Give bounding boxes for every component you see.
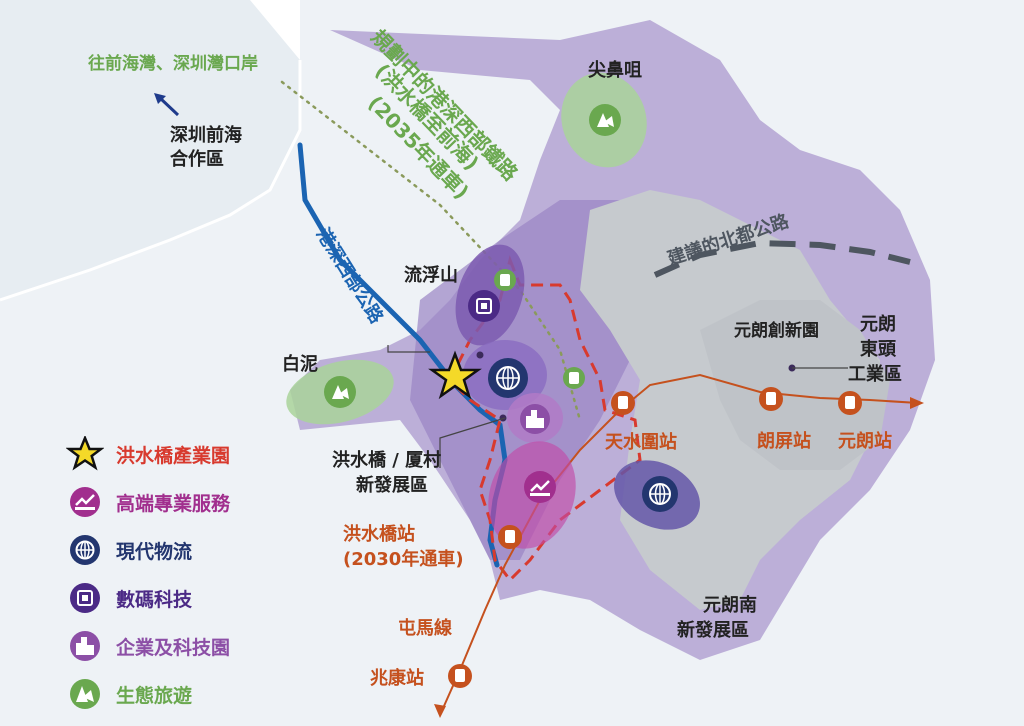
legend-item-business-services: 高端專業服務 xyxy=(66,484,230,520)
legend-item-enterprise-park: 企業及科技園 xyxy=(66,628,230,664)
legend-label-industrial-park: 洪水橋產業園 xyxy=(116,444,231,467)
eco-tourism-icon xyxy=(70,679,100,709)
legend-item-industrial-park: 洪水橋產業園 xyxy=(66,436,230,472)
planned-rail-station-lau-fau-shan xyxy=(494,269,516,291)
leader-hsk-label xyxy=(439,417,506,468)
planned-rail-station-mid xyxy=(563,367,585,389)
northern-metro-highway-line xyxy=(653,239,911,278)
rail-arrow-south xyxy=(434,704,446,718)
tuen-ma-line-label: 屯馬線 xyxy=(398,617,452,639)
tin-shui-wai-station-marker xyxy=(611,391,635,415)
legend-label-eco-tourism: 生態旅遊 xyxy=(116,684,193,707)
legend-item-eco-tourism: 生態旅遊 xyxy=(66,676,192,712)
hsk-pin xyxy=(476,351,484,359)
siu-hong-station-marker xyxy=(448,664,472,688)
tung-tau-label-3: 工業區 xyxy=(848,363,902,385)
globe-logistics-icon xyxy=(70,535,100,565)
tung-tau-label-1: 元朗 xyxy=(860,314,896,335)
eco-tourism-icon-tsim-bei-tsui xyxy=(589,104,621,136)
yuen-long-south-label-2: 新發展區 xyxy=(677,619,749,641)
shenzhen-arrow xyxy=(158,96,180,117)
globe-logistics-icon-yuen-long-south xyxy=(642,476,678,512)
yuen-long-south-label-1: 元朗南 xyxy=(703,594,757,616)
digital-tech-icon-lau-fau-shan xyxy=(468,290,500,322)
shenzhen-land xyxy=(0,0,300,300)
coast-line xyxy=(0,60,302,302)
legend-label-enterprise-park: 企業及科技園 xyxy=(116,636,231,659)
yuen-long-station-marker xyxy=(838,391,862,415)
tsim-bei-tsui-label: 尖鼻咀 xyxy=(588,59,642,81)
long-ping-station-marker xyxy=(759,387,783,411)
lau-fau-shan-label: 流浮山 xyxy=(404,264,458,286)
hsk-nda-label-1: 洪水橋 / 厦村 xyxy=(332,449,441,471)
business-services-icon xyxy=(70,487,100,517)
shenzhen-qianhai-label-2: 合作區 xyxy=(170,148,224,170)
legend-item-logistics: 現代物流 xyxy=(66,532,192,568)
yuen-long-station-label: 元朗站 xyxy=(838,430,892,452)
rail-arrow-east xyxy=(910,397,924,409)
shenzhen-arrow-head xyxy=(154,93,166,104)
eco-tourism-icon-pak-nai xyxy=(324,376,356,408)
enterprise-park-icon xyxy=(70,631,100,661)
digital-tech-icon xyxy=(70,583,100,613)
legend-label-digital-tech: 數碼科技 xyxy=(116,588,193,611)
tung-tau-label-2: 東頭 xyxy=(860,338,897,360)
hsk-industrial-park-star xyxy=(428,350,482,400)
qianhai-bay-label: 往前海灣、深圳灣口岸 xyxy=(88,53,258,74)
yuen-long-innopark-label: 元朗創新園 xyxy=(734,320,819,341)
pak-nai-label: 白泥 xyxy=(282,353,318,375)
legend-item-digital-tech: 數碼科技 xyxy=(66,580,192,616)
leader-corridor-label xyxy=(387,345,430,353)
hsk-station-marker xyxy=(498,525,522,549)
globe-logistics-icon-hsk xyxy=(488,358,528,398)
hsk-nda-label-2: 新發展區 xyxy=(356,474,428,496)
tin-shui-wai-station-label: 天水圍站 xyxy=(605,431,677,453)
siu-hong-station-label: 兆康站 xyxy=(370,667,424,689)
star-icon xyxy=(66,436,104,471)
business-services-icon-hsk xyxy=(524,471,556,503)
legend-label-business-services: 高端專業服務 xyxy=(116,492,231,515)
hsk-station-label-2: (2030年通車) xyxy=(343,548,464,570)
yuen-long-grey-area-east xyxy=(700,300,890,470)
shenzhen-qianhai-label-1: 深圳前海 xyxy=(170,124,242,146)
long-ping-station-label: 朗屏站 xyxy=(757,430,811,452)
enterprise-park-icon-hsk xyxy=(520,404,550,434)
hsk-station-label-1: 洪水橋站 xyxy=(343,523,415,545)
legend-label-logistics: 現代物流 xyxy=(116,540,193,563)
